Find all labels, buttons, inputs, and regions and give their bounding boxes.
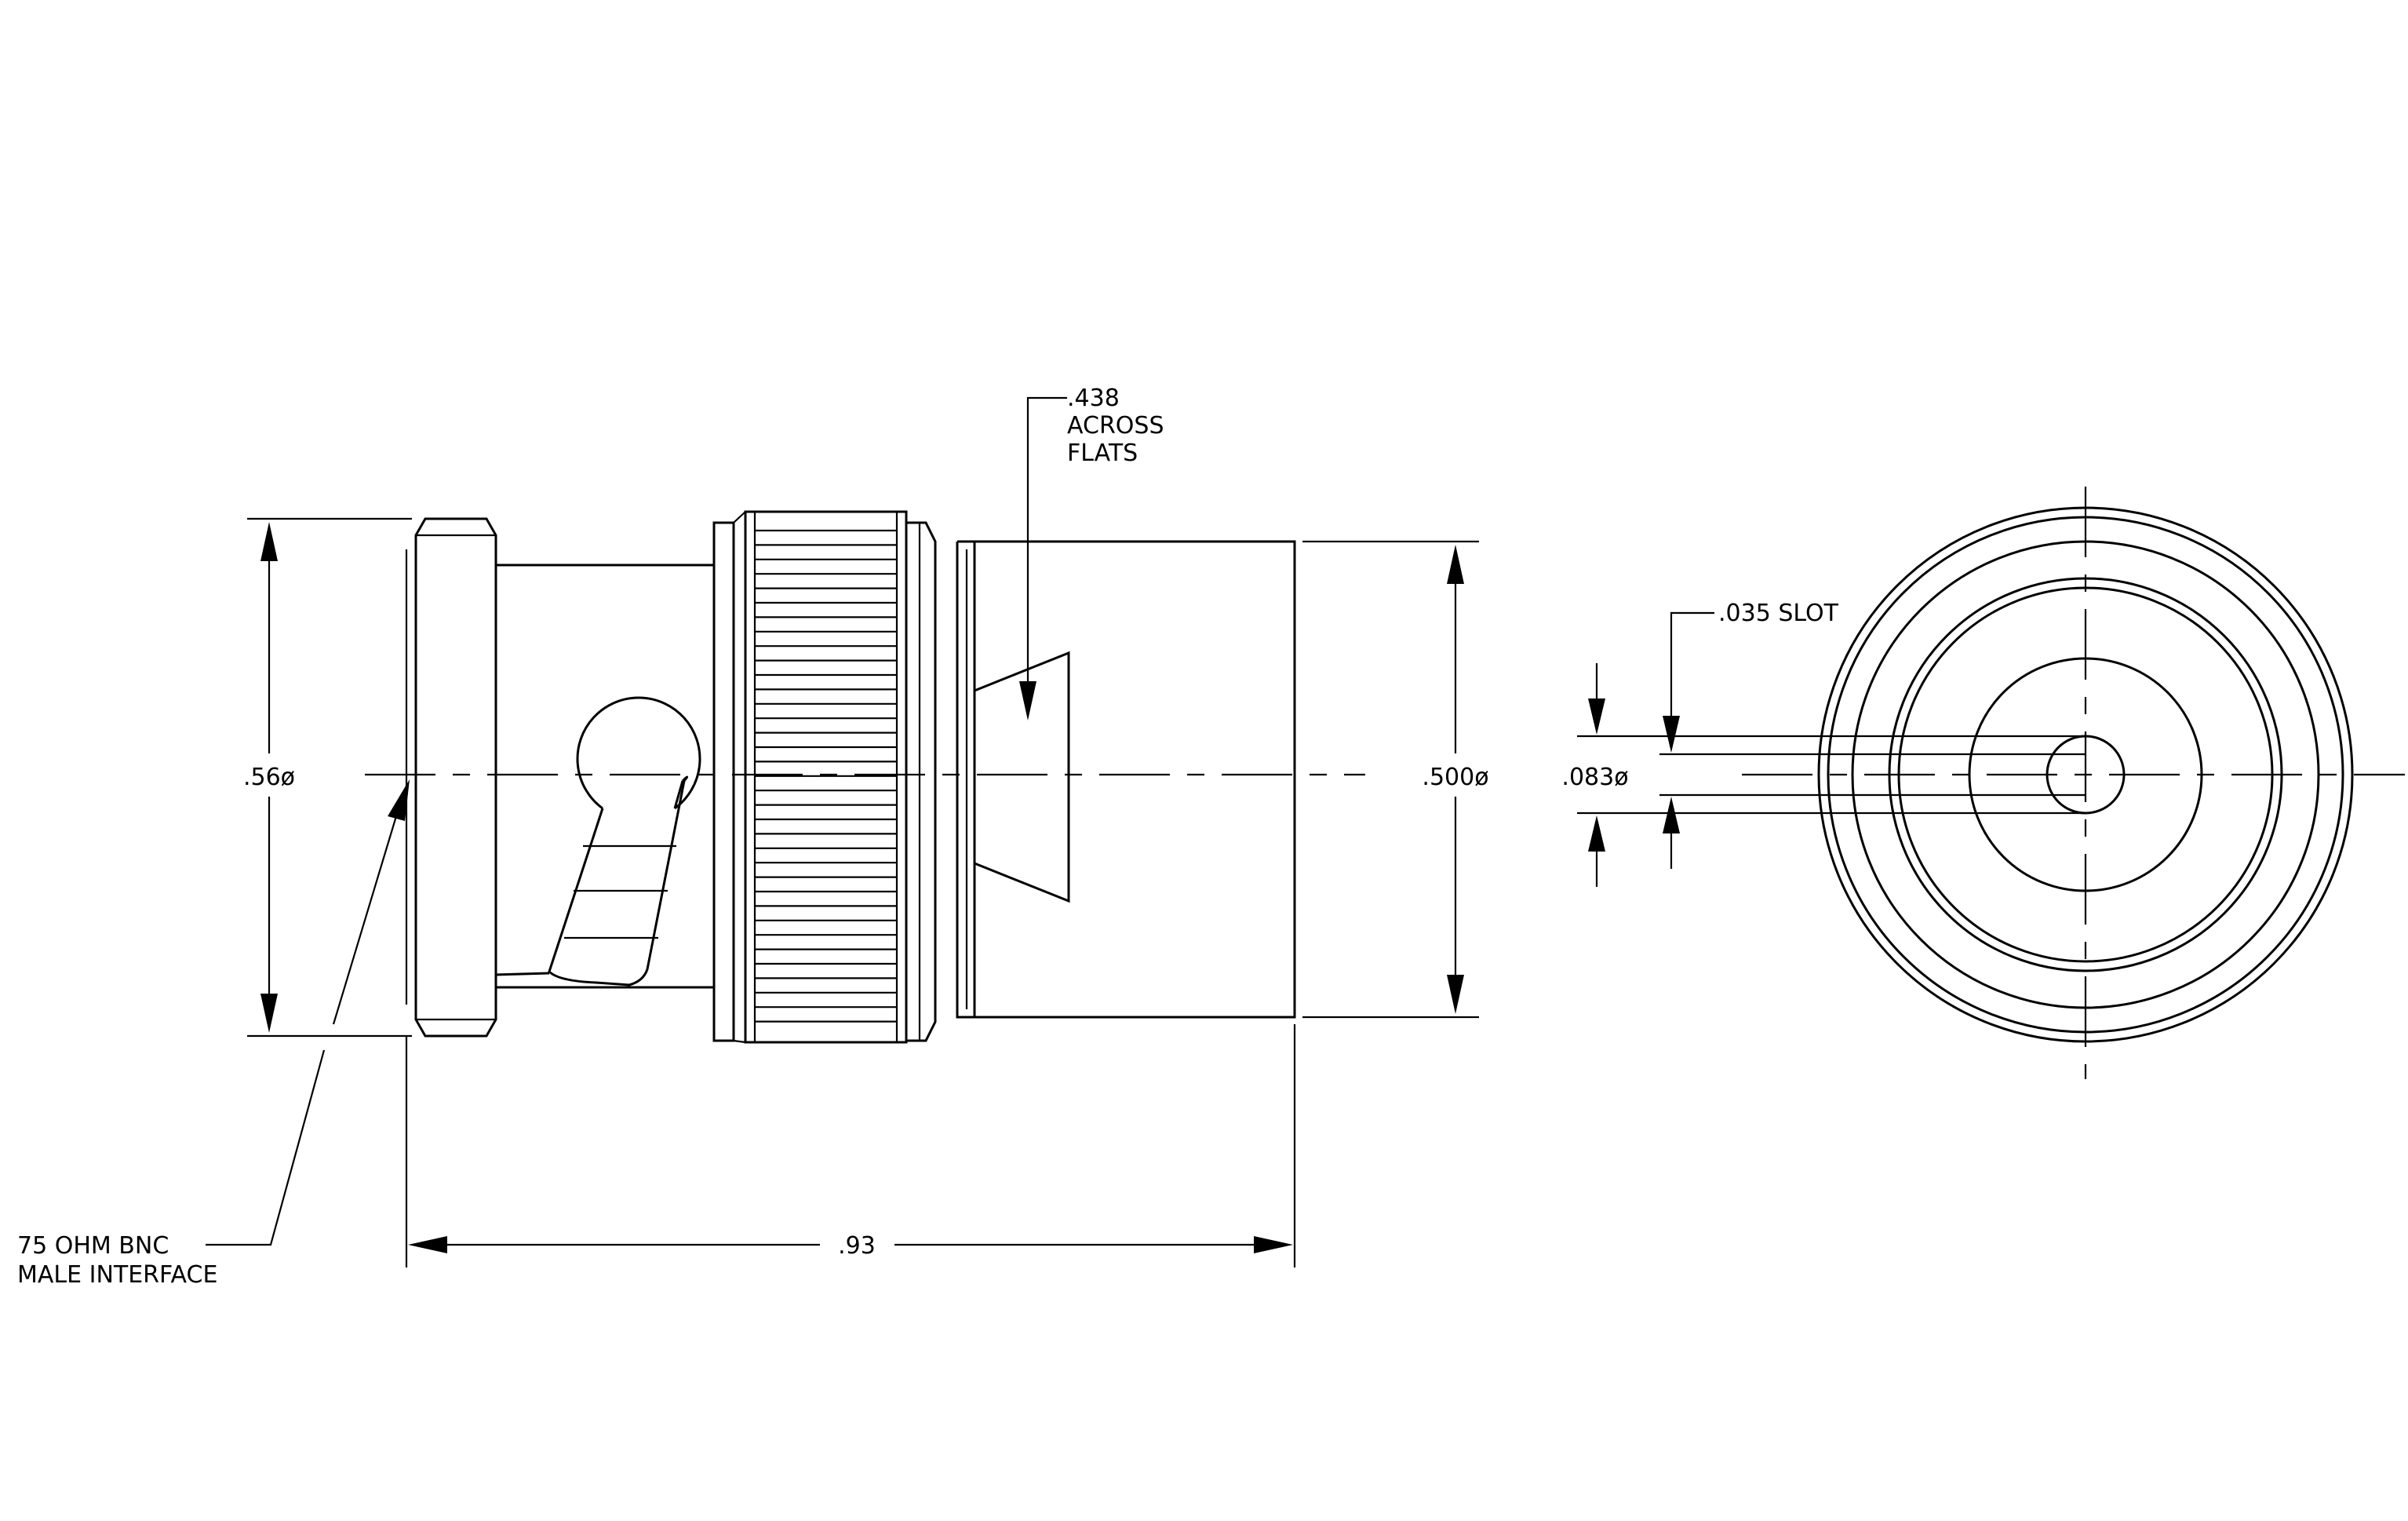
dia-056-label: .56ø — [243, 764, 295, 791]
side-view: .438 ACROSS FLATS .56ø .500ø — [17, 385, 1489, 1289]
slot-callout: .035 SLOT — [1663, 600, 1839, 869]
flats-label-2: ACROSS — [1067, 412, 1164, 440]
bayonet-body — [495, 564, 716, 989]
dim-093: .93 — [405, 1024, 1296, 1268]
hex-sleeve — [956, 540, 1296, 1019]
dim-056: .56ø — [243, 517, 412, 1038]
slot-label: .035 SLOT — [1718, 600, 1839, 627]
flats-label-1: .438 — [1067, 385, 1120, 412]
bayonet-slot — [548, 696, 701, 987]
dia-0083-label: .083ø — [1561, 764, 1628, 791]
interface-label-1: 75 OHM BNC — [17, 1232, 169, 1260]
knurled-nut — [712, 510, 937, 1044]
knurl-lines — [755, 529, 897, 1023]
flats-callout: .438 ACROSS FLATS — [1019, 385, 1164, 720]
dim-0500: .500ø — [1302, 540, 1489, 1019]
dia-0500-label: .500ø — [1422, 764, 1488, 791]
end-view: .083ø .035 SLOT — [1561, 487, 2405, 1079]
dim-0083: .083ø — [1561, 663, 1629, 887]
interface-label-2: MALE INTERFACE — [17, 1261, 217, 1289]
interface-callout: 75 OHM BNC MALE INTERFACE — [17, 779, 410, 1289]
length-label: .93 — [838, 1232, 876, 1260]
front-ring — [405, 517, 497, 1038]
flats-label-3: FLATS — [1067, 440, 1138, 467]
